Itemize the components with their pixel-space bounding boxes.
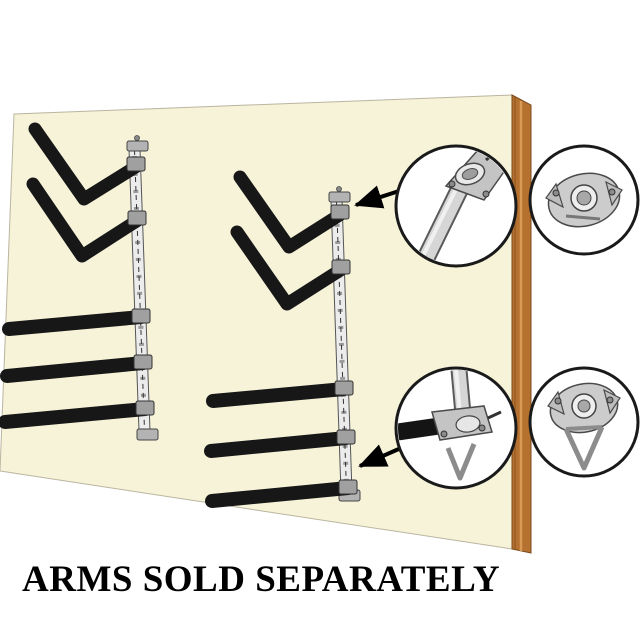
pointer-arrow-bottom <box>358 444 402 468</box>
callout-arm-holder-detail <box>394 366 518 490</box>
arm-clamp <box>338 479 358 495</box>
v-arm <box>28 122 144 206</box>
arm-clamp <box>133 354 153 370</box>
arm-clamp <box>331 259 351 275</box>
v-arm <box>230 225 349 311</box>
straight-arm <box>2 310 148 336</box>
arm-clamp <box>336 429 356 445</box>
arm-clamp <box>131 308 151 324</box>
callout-arm-clamp-detail <box>394 144 518 268</box>
rack-left <box>0 122 159 441</box>
pointer-arrow-top <box>354 185 400 209</box>
straight-arm <box>206 382 351 408</box>
arm-clamp <box>135 400 155 416</box>
callout-bracket-hook-detail <box>528 366 640 478</box>
v-arm <box>233 170 348 254</box>
track-end-bracket <box>328 191 351 203</box>
arm-clamp <box>334 380 354 396</box>
straight-arm <box>204 431 353 458</box>
caption-text: ARMS SOLD SEPARATELY <box>22 559 501 600</box>
straight-arm <box>0 402 152 429</box>
track-end-bracket <box>136 428 159 441</box>
arm-clamp <box>127 210 147 226</box>
v-arm <box>26 177 145 263</box>
wall-panel-edge <box>511 94 532 554</box>
straight-arm <box>205 481 355 508</box>
track-end-bracket <box>126 140 149 152</box>
arm-clamp <box>330 204 350 220</box>
rack-right <box>204 170 361 508</box>
straight-arm <box>0 356 150 383</box>
callout-bracket-top-detail <box>528 144 640 256</box>
arm-clamp <box>126 156 146 172</box>
